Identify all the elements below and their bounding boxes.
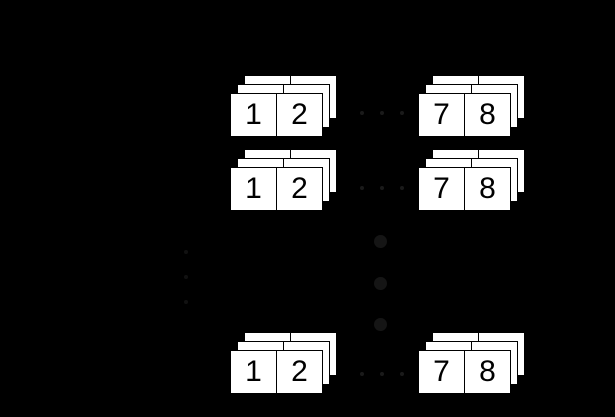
vertical-ellipsis-center	[374, 235, 387, 331]
stack-layer-front: 1 2	[230, 93, 323, 137]
stack-layer-front: 7 8	[418, 167, 511, 211]
card-cell: 1	[245, 98, 262, 131]
card-cell: 2	[276, 351, 322, 393]
card-cell: 7	[433, 98, 450, 131]
card-cell: 2	[276, 168, 322, 210]
vertical-ellipsis-left	[184, 250, 188, 304]
ellipsis-dot	[360, 372, 364, 376]
ellipsis-dot	[360, 111, 364, 115]
card-stack-row1-right: 7 8	[418, 75, 525, 137]
card-cell: 2	[276, 94, 322, 136]
stack-layer-front: 1 2	[230, 350, 323, 394]
card-stack-row2-left: 1 2	[230, 149, 337, 211]
ellipsis-dot	[374, 276, 387, 290]
card-cell: 8	[464, 94, 510, 136]
stack-layer-front: 7 8	[418, 93, 511, 137]
horizontal-ellipsis-row3	[360, 372, 404, 376]
ellipsis-dot	[184, 300, 188, 304]
card-stack-row2-right: 7 8	[418, 149, 525, 211]
card-stack-row1-left: 1 2	[230, 75, 337, 137]
card-cell: 7	[433, 355, 450, 388]
ellipsis-dot	[400, 372, 404, 376]
horizontal-ellipsis-row2	[360, 186, 404, 190]
ellipsis-dot	[400, 111, 404, 115]
ellipsis-dot	[360, 186, 364, 190]
card-cell: 8	[464, 351, 510, 393]
card-cell: 1	[245, 172, 262, 205]
horizontal-ellipsis-row1	[360, 111, 404, 115]
stack-layer-front: 7 8	[418, 350, 511, 394]
card-stack-row3-left: 1 2	[230, 332, 337, 394]
ellipsis-dot	[380, 372, 384, 376]
ellipsis-dot	[184, 250, 188, 254]
ellipsis-dot	[400, 186, 404, 190]
ellipsis-dot	[380, 111, 384, 115]
ellipsis-dot	[374, 235, 387, 248]
card-stack-row3-right: 7 8	[418, 332, 525, 394]
card-cell: 7	[433, 172, 450, 205]
ellipsis-dot	[380, 186, 384, 190]
ellipsis-dot	[184, 275, 188, 279]
ellipsis-dot	[374, 318, 387, 331]
card-cell: 8	[464, 168, 510, 210]
stack-layer-front: 1 2	[230, 167, 323, 211]
card-cell: 1	[245, 355, 262, 388]
